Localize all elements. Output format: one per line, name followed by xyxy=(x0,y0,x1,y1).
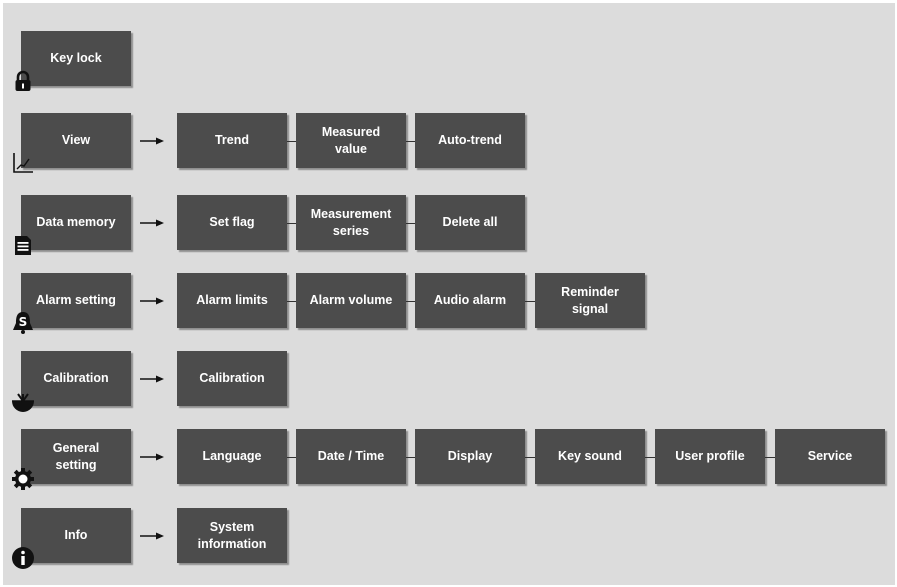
submenu-general-setting-item-1[interactable]: Date / Time xyxy=(296,429,406,484)
connector-line xyxy=(406,456,415,458)
submenu-general-setting-item-4[interactable]: User profile xyxy=(655,429,765,484)
submenu-alarm-setting-item-2[interactable]: Audio alarm xyxy=(415,273,525,328)
menu-data-memory-button[interactable]: Data memory xyxy=(21,195,131,250)
submenu-alarm-setting-item-3[interactable]: Reminder signal xyxy=(535,273,645,328)
connector-line xyxy=(406,222,415,224)
connector-line xyxy=(525,456,535,458)
connector-line xyxy=(287,222,296,224)
connector-line xyxy=(287,140,296,142)
submenu-info-item-0[interactable]: System information xyxy=(177,508,287,563)
menu-calibration-button[interactable]: Calibration xyxy=(21,351,131,406)
menu-info-button[interactable]: Info xyxy=(21,508,131,563)
document-icon xyxy=(11,233,35,257)
arrow-right-icon xyxy=(140,374,164,384)
submenu-alarm-setting-item-1[interactable]: Alarm volume xyxy=(296,273,406,328)
connector-line xyxy=(406,300,415,302)
calibration-icon xyxy=(11,389,35,413)
submenu-general-setting-item-0[interactable]: Language xyxy=(177,429,287,484)
connector-line xyxy=(287,456,296,458)
menu-general-setting-button[interactable]: General setting xyxy=(21,429,131,484)
submenu-general-setting-item-3[interactable]: Key sound xyxy=(535,429,645,484)
gear-icon xyxy=(11,467,35,491)
connector-line xyxy=(645,456,655,458)
arrow-right-icon xyxy=(140,452,164,462)
info-icon xyxy=(11,546,35,570)
submenu-data-memory-item-0[interactable]: Set flag xyxy=(177,195,287,250)
submenu-general-setting-item-5[interactable]: Service xyxy=(775,429,885,484)
submenu-data-memory-item-1[interactable]: Measurement series xyxy=(296,195,406,250)
connector-line xyxy=(765,456,775,458)
arrow-right-icon xyxy=(140,296,164,306)
menu-alarm-setting-button[interactable]: Alarm setting xyxy=(21,273,131,328)
connector-line xyxy=(525,300,535,302)
svg-text:S: S xyxy=(19,315,28,329)
submenu-view-item-1[interactable]: Measured value xyxy=(296,113,406,168)
submenu-view-item-2[interactable]: Auto-trend xyxy=(415,113,525,168)
padlock-icon xyxy=(11,69,35,93)
submenu-general-setting-item-2[interactable]: Display xyxy=(415,429,525,484)
arrow-right-icon xyxy=(140,218,164,228)
menu-key-lock-button[interactable]: Key lock xyxy=(21,31,131,86)
submenu-calibration-item-0[interactable]: Calibration xyxy=(177,351,287,406)
alarm-bell-icon: S xyxy=(11,311,35,335)
line-graph-icon xyxy=(11,151,35,175)
arrow-right-icon xyxy=(140,531,164,541)
arrow-right-icon xyxy=(140,136,164,146)
connector-line xyxy=(287,300,296,302)
connector-line xyxy=(406,140,415,142)
submenu-view-item-0[interactable]: Trend xyxy=(177,113,287,168)
submenu-alarm-setting-item-0[interactable]: Alarm limits xyxy=(177,273,287,328)
menu-view-button[interactable]: View xyxy=(21,113,131,168)
submenu-data-memory-item-2[interactable]: Delete all xyxy=(415,195,525,250)
